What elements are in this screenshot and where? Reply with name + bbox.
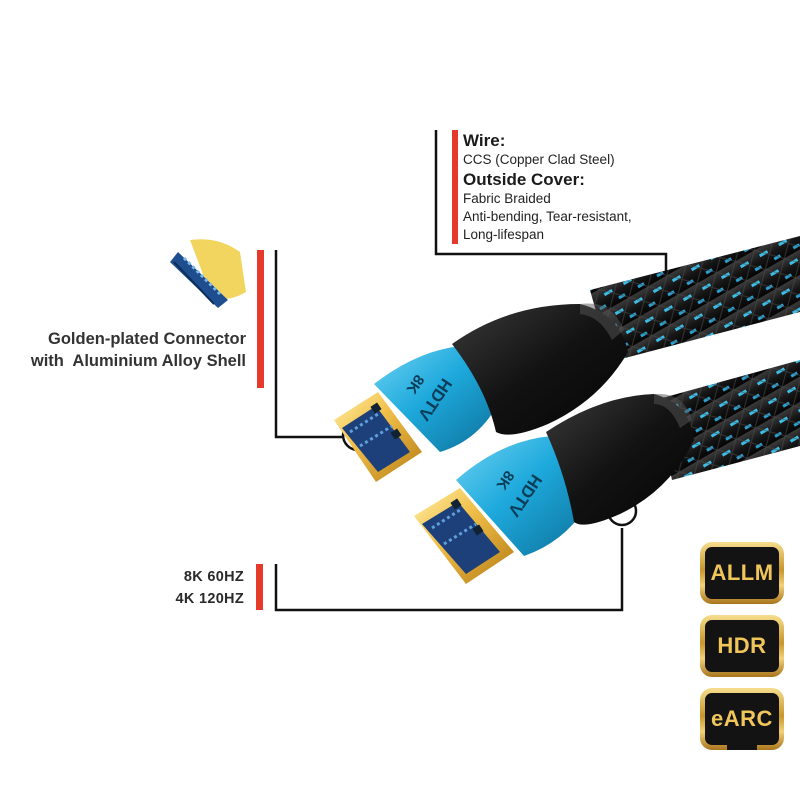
connector-closeup-icon: [170, 239, 246, 308]
hdr-badge-label: HDR: [717, 633, 767, 658]
connector-line-1: Golden-plated Connector: [48, 330, 246, 348]
allm-badge: ALLM: [700, 542, 784, 604]
resolution-callout: 8K 60HZ 4K 120HZ: [120, 566, 244, 610]
cover-line-2: Anti-bending, Tear-resistant,: [463, 209, 632, 224]
upper-cable: [590, 236, 800, 362]
earc-badge: eARC: [700, 688, 784, 750]
wire-accent-bar: [452, 130, 458, 244]
cover-heading: Outside Cover:: [463, 170, 585, 189]
connector-accent-bar: [257, 250, 264, 388]
resolution-line-2: 4K 120HZ: [175, 591, 244, 607]
lower-hdmi-plug: [414, 393, 694, 584]
wire-callout: Wire: CCS (Copper Clad Steel) Outside Co…: [463, 130, 693, 244]
connector-line-2: with Aluminium Alloy Shell: [30, 352, 246, 370]
lower-cable: [655, 360, 800, 480]
upper-hdmi-plug: [334, 303, 628, 482]
connector-callout: Golden-plated Connector with Aluminium A…: [14, 328, 246, 372]
cover-line-3: Long-lifespan: [463, 227, 545, 242]
wire-heading: Wire:: [463, 131, 506, 150]
cover-line-1: Fabric Braided: [463, 191, 551, 206]
allm-badge-label: ALLM: [710, 560, 774, 585]
earc-badge-label: eARC: [711, 706, 773, 731]
wire-value: CCS (Copper Clad Steel): [463, 152, 615, 167]
resolution-line-1: 8K 60HZ: [183, 569, 244, 585]
earc-tab-shape: [727, 744, 757, 750]
hdr-badge: HDR: [700, 615, 784, 677]
resolution-accent-bar: [256, 564, 263, 610]
